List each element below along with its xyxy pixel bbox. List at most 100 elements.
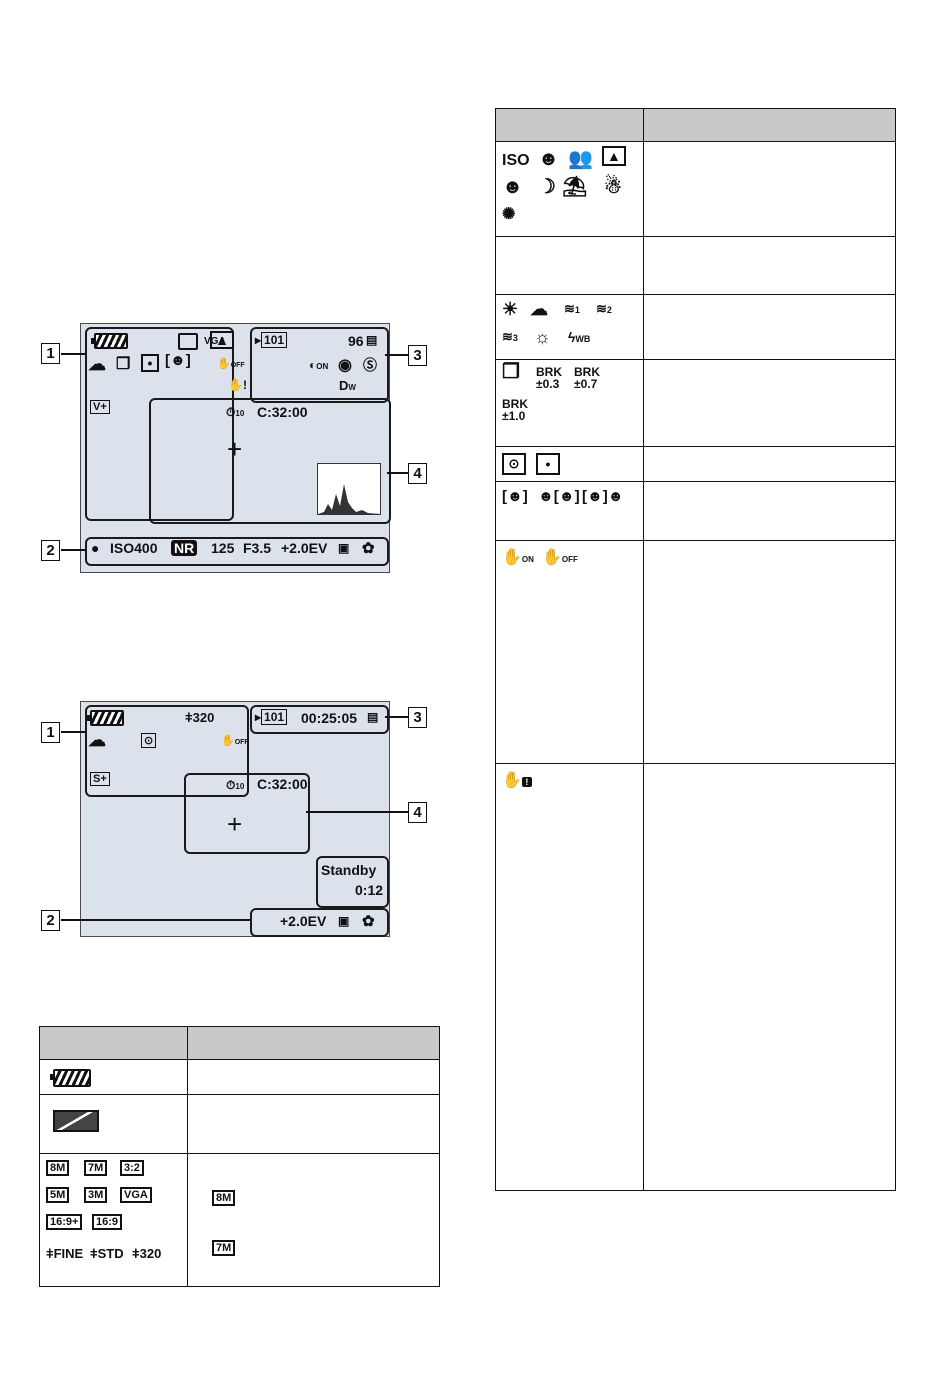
callout-3: 3	[408, 345, 427, 366]
macro-icon: ✿	[362, 540, 375, 557]
recording-mode-marker: S+	[90, 772, 110, 786]
macro-icon: ✿	[362, 913, 375, 930]
image-size-8m-icon: 8M	[46, 1160, 70, 1176]
recording-mode-marker: V+	[90, 400, 110, 414]
movie-size-icon: ǂ320	[185, 710, 215, 725]
camera-shake-warning-icon: ✋!	[228, 378, 247, 392]
indicator-group-1	[85, 327, 234, 521]
histogram	[317, 463, 381, 515]
callout-3-leader	[385, 354, 408, 356]
exposure-value: +2.0EV	[281, 540, 328, 556]
indicator-group-3	[250, 327, 389, 403]
folder-icon: ▸101	[255, 709, 288, 725]
snow-icon: ☃	[604, 176, 622, 198]
histogram-chart	[318, 484, 380, 514]
table-desc-cell: 8M 7M	[187, 1153, 440, 1287]
right-indicator-table: ISO ☻ 👥 ▲ ☻ ☽ ⛱ ☃ ✺ ☀ ☁ ≋1 ≋2 ≋3 ☼	[495, 108, 896, 1191]
table-header-indication	[187, 1026, 440, 1060]
callout-1-leader	[61, 353, 85, 355]
beach-icon: ⛱	[562, 176, 588, 198]
multi-metering-icon: ⊙	[502, 453, 526, 475]
table-icon-cell: ISO ☻ 👥 ▲ ☻ ☽ ⛱ ☃ ✺	[495, 141, 644, 237]
wb-daylight-icon: ☀	[502, 299, 519, 319]
table-desc-cell	[643, 359, 896, 447]
self-timer-value: 10	[235, 409, 245, 418]
burst-icon: ❐	[116, 356, 131, 373]
noise-reduction-badge: NR	[171, 540, 198, 556]
callout-1: 1	[41, 343, 60, 364]
callout-2: 2	[41, 540, 60, 561]
anti-blur-off-icon: ✋OFF	[217, 358, 245, 370]
metering-mode-icon: ▣	[338, 541, 350, 555]
twilight-portrait-icon: ☻	[502, 176, 524, 198]
wb-fluorescent-3-label: 3	[512, 333, 518, 343]
table-icon-cell: ❐ BRK ±0.3 BRK ±0.7 BRK ±1.0	[495, 359, 644, 447]
folder-number: 101	[261, 332, 288, 348]
lcd-screen-still	[80, 323, 390, 573]
table-row: ☀ ☁ ≋1 ≋2 ≋3 ☼ ϟWB	[495, 294, 896, 360]
wb-fluorescent-1-label: 1	[574, 305, 580, 315]
spot-metering-cross: +	[227, 434, 243, 464]
table-desc-cell	[187, 1094, 440, 1154]
table-desc-cell	[643, 294, 896, 360]
table-icon-cell: 8M 7M 3:2 5M 3M VGA 16:9+ 16:9 ǂFINE ǂST…	[39, 1153, 188, 1287]
image-size-vga-icon: VGA	[120, 1187, 152, 1203]
landscape-icon: ▲	[602, 146, 626, 166]
table-desc-cell	[643, 236, 896, 295]
callout-4-leader	[387, 472, 408, 474]
table-row	[39, 1094, 440, 1154]
eye-icon: ◉	[338, 357, 352, 374]
camera-shake-warning-icon: ✋!	[502, 770, 532, 790]
image-size-label: VGA	[204, 336, 226, 348]
standby-label: Standby	[321, 862, 377, 878]
recording-timecode: 00:25:05	[301, 710, 358, 726]
table-desc-cell	[643, 141, 896, 237]
image-size-3-2-icon: 3:2	[120, 1160, 144, 1176]
anti-blur-off-label: OFF	[234, 739, 249, 746]
table-row: ISO ☻ 👥 ▲ ☻ ☽ ⛱ ☃ ✺	[495, 141, 896, 237]
low-battery-warning-icon	[53, 1110, 99, 1132]
anti-blur-on-icon: ✋ON	[502, 549, 534, 566]
self-timer-icon: ⏱10	[226, 405, 245, 419]
callout-4: 4	[408, 463, 427, 484]
table-row: ❐ BRK ±0.3 BRK ±0.7 BRK ±1.0	[495, 359, 896, 447]
image-size-8m-icon: 8M	[212, 1190, 236, 1206]
iso-auto-icon: ISO	[502, 152, 530, 169]
table-icon-cell	[39, 1094, 188, 1154]
indicator-group-2	[85, 537, 389, 566]
folder-number: 101	[261, 709, 288, 725]
standby-box	[316, 856, 389, 908]
indicator-group-2	[250, 908, 389, 937]
table-desc-cell	[643, 763, 896, 1191]
table-icon-cell: ✋!	[495, 763, 644, 1191]
battery-icon	[91, 333, 128, 349]
multi-metering-icon: ⊙	[141, 733, 157, 748]
table-row	[39, 1059, 440, 1095]
vibration-warning-icon: DW	[339, 378, 356, 393]
redeye-on-icon: ◐ON	[309, 358, 329, 372]
table-desc-cell	[643, 481, 896, 541]
spot-metering-icon: •	[141, 354, 159, 372]
shutter-speed: 125	[211, 540, 235, 556]
table-icon-cell	[495, 236, 644, 295]
movie-fine-icon: ǂFINE	[46, 1246, 84, 1261]
movie-320-label: 320	[139, 1246, 162, 1261]
spot-metering-icon: •	[536, 453, 560, 475]
image-size-icon: VGA	[178, 333, 226, 350]
callout-4: 4	[408, 802, 427, 823]
table-icon-cell: ✋ON ✋OFF	[495, 540, 644, 764]
table-header-indication	[643, 108, 896, 142]
callout-3-leader	[385, 716, 408, 718]
indicator-group-3	[250, 705, 389, 734]
image-size-7m-icon: 7M	[212, 1240, 236, 1256]
soft-snap-icon: 👥	[568, 148, 593, 170]
smile-icon: ☻	[538, 148, 560, 170]
callout-2-leader	[61, 919, 250, 921]
anti-blur-on-label: ON	[521, 555, 534, 564]
memory-card-icon: ▤	[366, 333, 378, 347]
battery-remaining-icon	[50, 1069, 91, 1087]
white-balance-cloudy-icon: ☁	[88, 730, 106, 750]
wb-fluorescent-2-label: 2	[606, 305, 612, 315]
shots-remaining: 96	[348, 333, 364, 349]
self-diagnosis-clock: C:32:00	[257, 404, 308, 420]
